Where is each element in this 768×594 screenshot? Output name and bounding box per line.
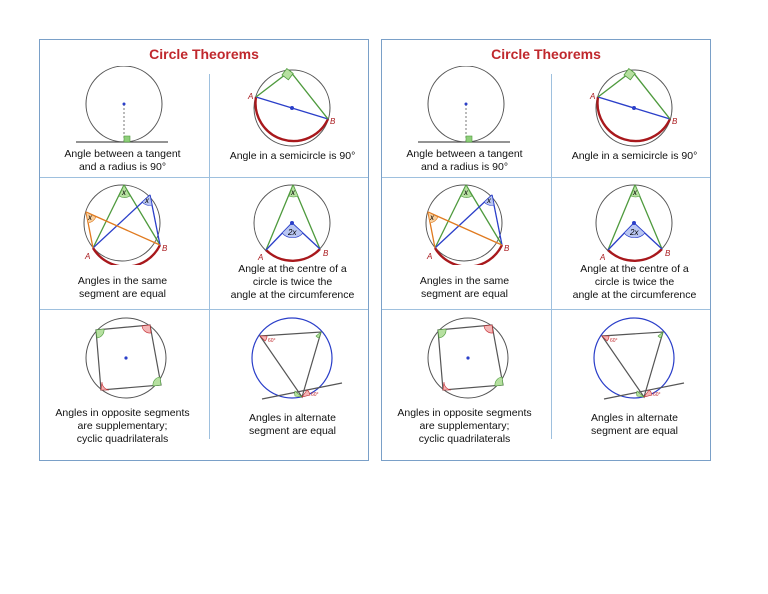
card-title: Circle Theorems: [491, 46, 601, 62]
angle-label: x: [87, 213, 93, 222]
angle-label: x: [486, 196, 492, 205]
caption-line: angle at the circumference: [572, 289, 697, 301]
point-label: B: [504, 244, 510, 253]
tangent-radius-diagram: [76, 66, 168, 143]
caption-line: segment are equal: [421, 288, 508, 300]
point-label: A: [257, 253, 263, 262]
semicircle-cell: A B Angle in a semicircle is 90°: [552, 66, 717, 176]
caption-line: Angles in opposite segments: [397, 407, 532, 419]
caption-line: Angle in a semicircle is 90°: [571, 150, 698, 162]
centre-angle-diagram: x 2x A B: [595, 184, 673, 262]
point-label: A: [589, 92, 595, 101]
caption-line: Angle at the centre of a: [580, 263, 689, 275]
same-segment-diagram: x x x A B: [425, 184, 510, 265]
angle-label: 2x: [287, 228, 297, 237]
angle-label: 60°: [610, 338, 618, 344]
point-label: B: [323, 249, 329, 258]
caption-line: and a radius is 90°: [78, 161, 167, 173]
point-label: A: [84, 252, 90, 261]
row-divider: [40, 177, 368, 178]
angle-label: 2x: [629, 228, 639, 237]
caption-line: Angle between a tangent: [406, 148, 523, 160]
angle-label: 60°: [653, 392, 661, 398]
same-segment-cell: x x x A B Angles in the same segment are…: [40, 180, 205, 308]
alternate-segment-cell: 60° 60° Angles in alternate segment are …: [210, 312, 375, 442]
angle-label: x: [463, 188, 469, 197]
caption-line: cyclic quadrilaterals: [76, 433, 169, 445]
caption-line: are supplementary;: [77, 420, 168, 432]
caption-line: circle is twice the: [252, 276, 333, 288]
point-label: A: [426, 252, 432, 261]
caption-line: circle is twice the: [594, 276, 675, 288]
tangent-radius-cell: Angle between a tangent and a radius is …: [382, 66, 547, 176]
tangent-radius-cell: Angle between a tangent and a radius is …: [40, 66, 205, 176]
caption-line: and a radius is 90°: [420, 161, 509, 173]
caption-line: segment are equal: [591, 425, 678, 437]
centre-angle-cell: x 2x A B Angle at the centre of a circle…: [552, 180, 717, 308]
angle-label: x: [632, 188, 638, 197]
angle-label: 60°: [268, 338, 276, 344]
column-divider: [209, 74, 210, 439]
point-label: B: [330, 117, 336, 126]
row-divider: [40, 309, 368, 310]
cyclic-quadrilateral-cell: Angles in opposite segments are suppleme…: [382, 312, 547, 445]
alternate-segment-cell: 60° 60° Angles in alternate segment are …: [552, 312, 717, 442]
caption-line: Angles in the same: [419, 275, 510, 287]
caption-line: angle at the circumference: [230, 289, 355, 301]
row-divider: [382, 177, 710, 178]
theorem-card-right: Circle Theorems Angle between a tangent …: [381, 39, 711, 461]
cyclic-quadrilateral-diagram: [85, 317, 167, 399]
caption-line: Angles in the same: [77, 275, 168, 287]
caption-line: Angles in alternate: [591, 412, 678, 424]
semicircle-diagram: A B: [247, 68, 336, 147]
caption-line: Angle in a semicircle is 90°: [229, 150, 356, 162]
same-segment-diagram: x x x A B: [83, 184, 168, 265]
angle-label: x: [429, 213, 435, 222]
caption-line: cyclic quadrilaterals: [418, 433, 511, 445]
alternate-segment-diagram: 60° 60°: [251, 317, 343, 400]
caption-line: Angle at the centre of a: [238, 263, 347, 275]
caption-line: segment are equal: [249, 425, 336, 437]
point-label: A: [599, 253, 605, 262]
theorem-card-left: Circle Theorems Angle between a tangent …: [39, 39, 369, 461]
angle-label: x: [144, 196, 150, 205]
point-label: B: [672, 117, 678, 126]
centre-angle-cell: x 2x A B Angle at the centre of a circle…: [210, 180, 375, 308]
alternate-segment-diagram: 60° 60°: [593, 317, 685, 400]
caption-line: are supplementary;: [419, 420, 510, 432]
point-label: A: [247, 92, 253, 101]
caption-line: Angle between a tangent: [64, 148, 181, 160]
semicircle-cell: A B Angle in a semicircle is 90°: [210, 66, 375, 176]
angle-label: x: [290, 188, 296, 197]
cyclic-quadrilateral-diagram: [427, 317, 509, 399]
point-label: B: [162, 244, 168, 253]
semicircle-diagram: A B: [589, 68, 678, 147]
point-label: B: [665, 249, 671, 258]
row-divider: [382, 309, 710, 310]
centre-angle-diagram: x 2x A B: [253, 184, 331, 262]
same-segment-cell: x x x A B Angles in the same segment are…: [382, 180, 547, 308]
caption-line: Angles in opposite segments: [55, 407, 190, 419]
caption-line: Angles in alternate: [249, 412, 336, 424]
angle-label: x: [121, 188, 127, 197]
card-title: Circle Theorems: [149, 46, 259, 62]
caption-line: segment are equal: [79, 288, 166, 300]
cyclic-quadrilateral-cell: Angles in opposite segments are suppleme…: [40, 312, 205, 445]
tangent-radius-diagram: [418, 66, 510, 143]
angle-label: 60°: [311, 392, 319, 398]
column-divider: [551, 74, 552, 439]
